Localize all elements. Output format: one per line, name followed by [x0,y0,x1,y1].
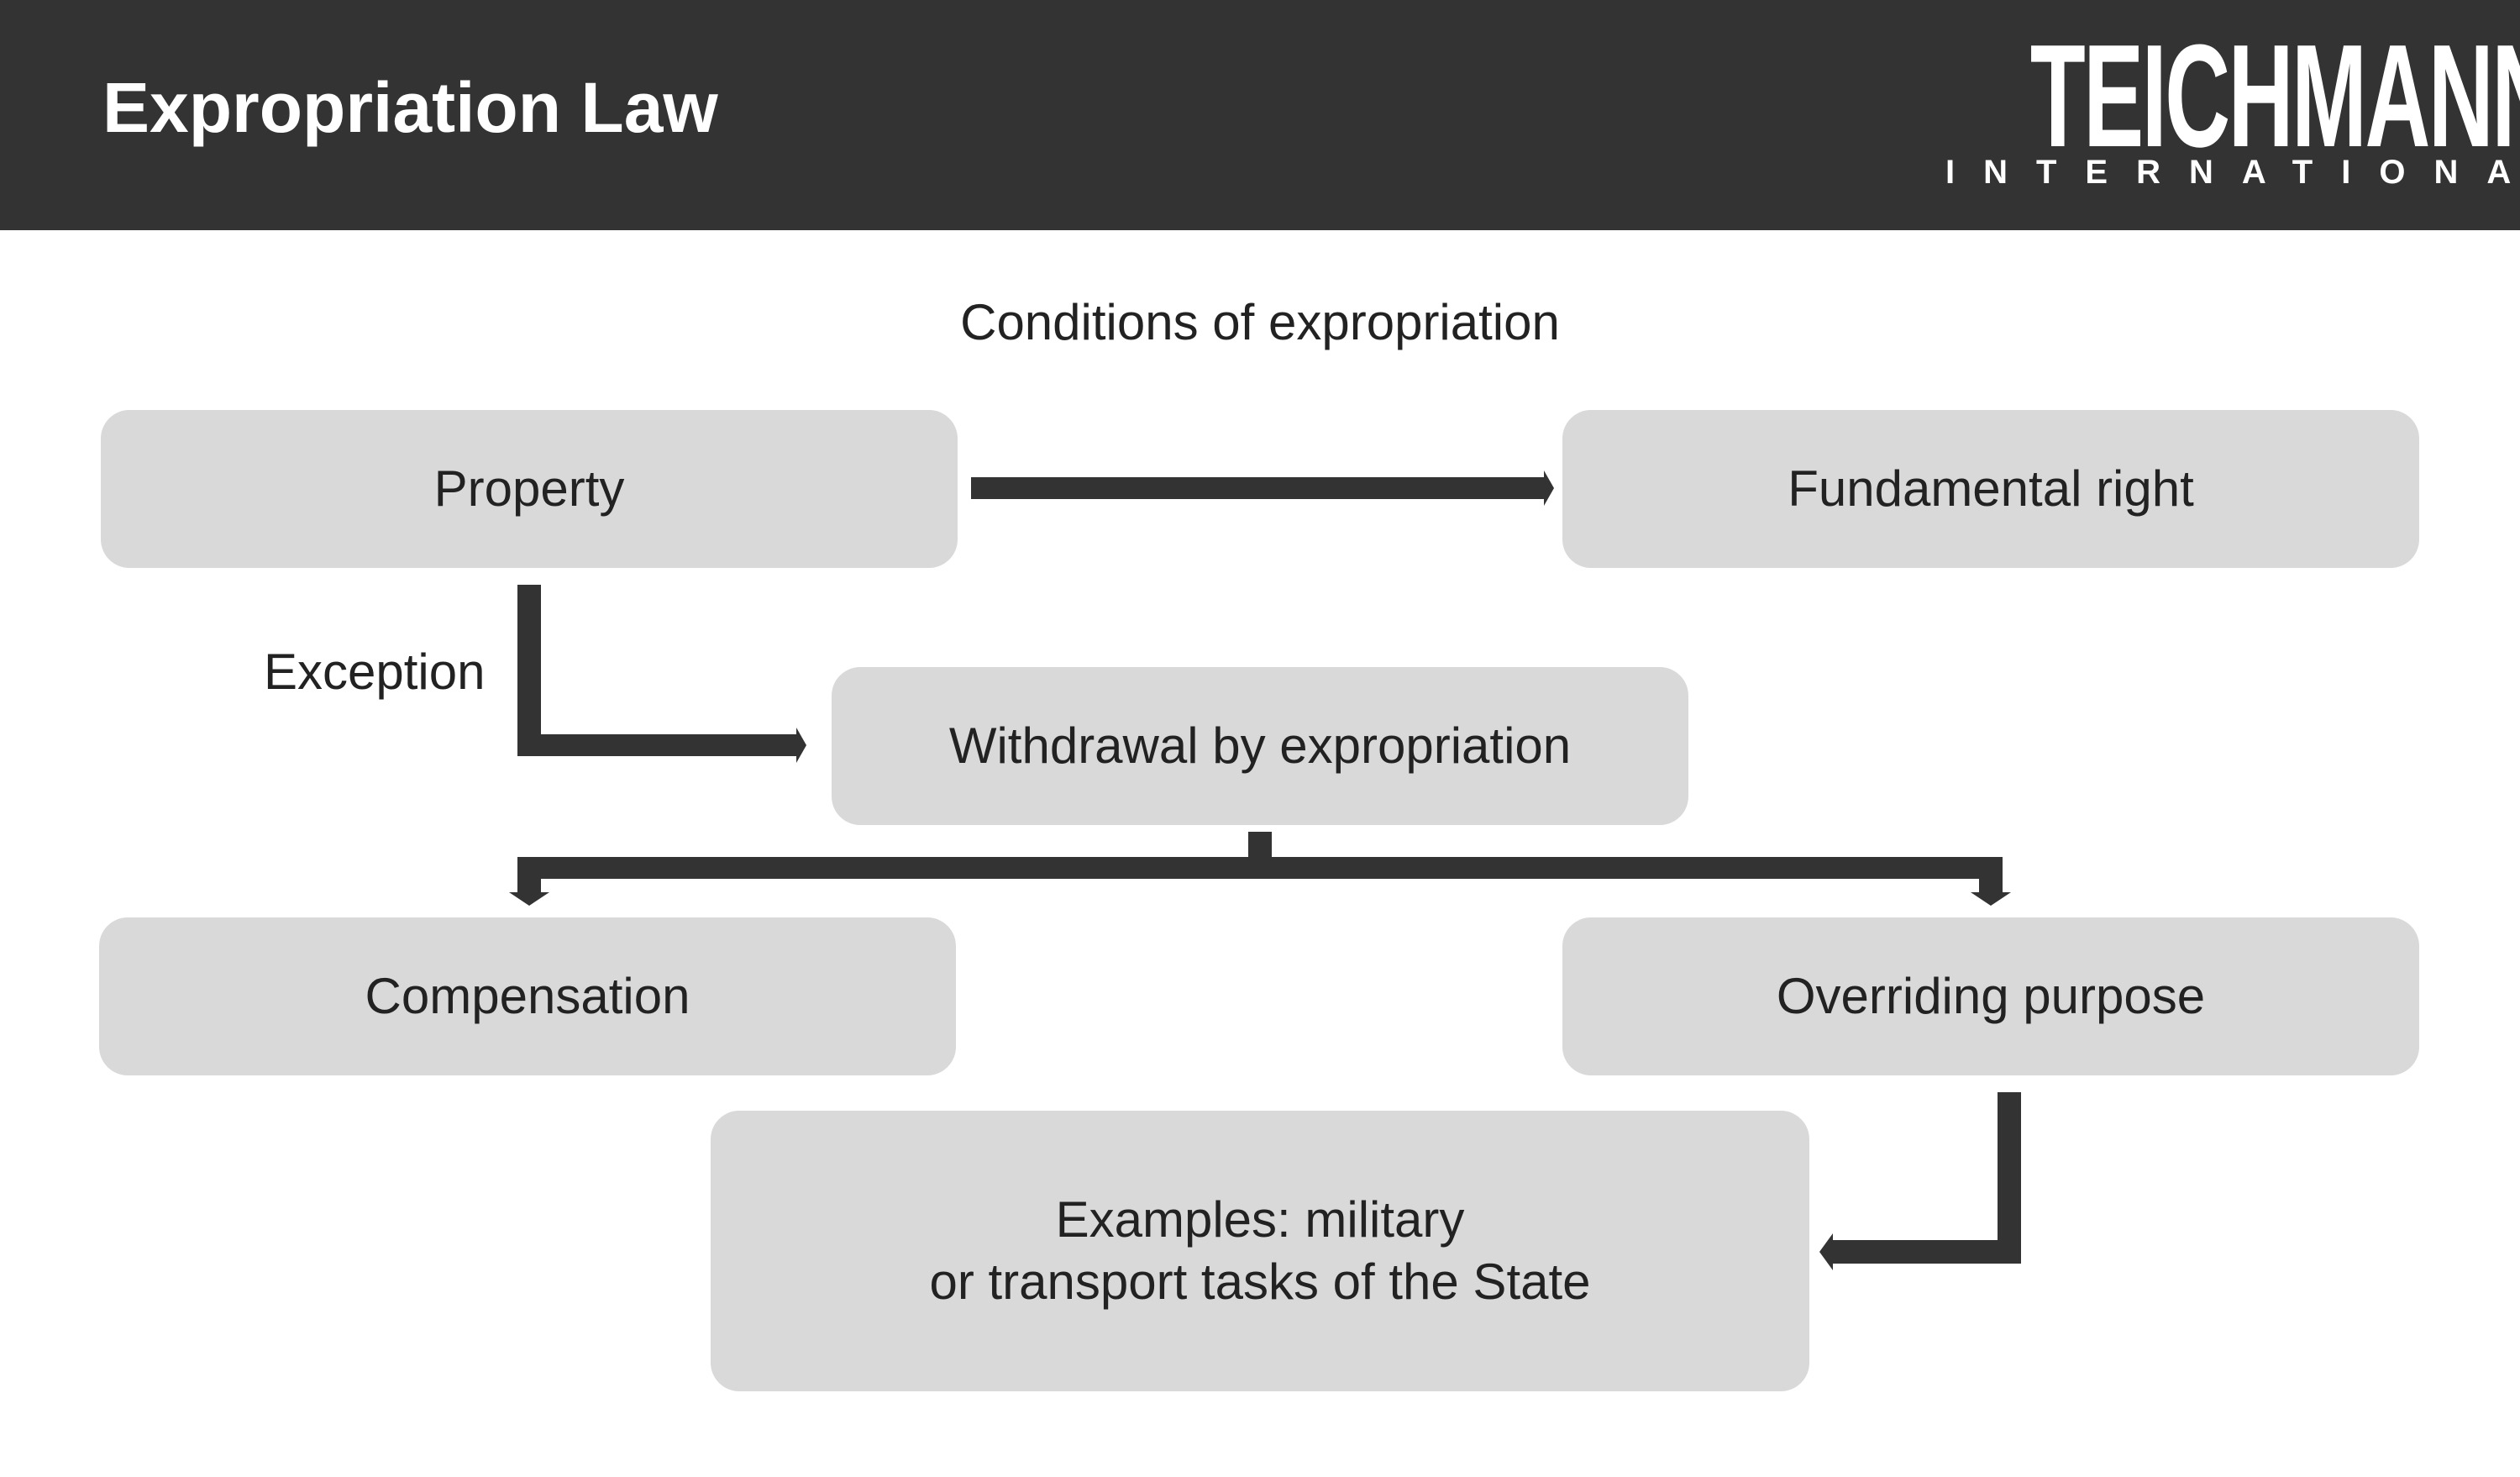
node-compensation: Compensation [99,917,956,1075]
header-bar: Expropriation Law TEICHMANN INTERNATIONA… [0,0,2520,230]
arrow-withdrawal-branch [509,832,2011,906]
diagram-title: Conditions of expropriation [960,294,1560,350]
node-overriding-purpose-label: Overriding purpose [1776,968,2206,1024]
edge-label-exception: Exception [264,644,486,700]
node-examples: Examples: military or transport tasks of… [711,1111,1809,1391]
node-examples-label: Examples: military or transport tasks of… [929,1191,1591,1310]
logo-subline: INTERNATIONAL [1945,154,2520,191]
node-property: Property [101,410,958,568]
node-property-label: Property [433,460,625,517]
arrow-overriding-purpose-to-examples [1819,1092,2021,1270]
node-withdrawal-label: Withdrawal by expropriation [948,717,1572,774]
page-title: Expropriation Law [102,68,718,147]
arrow-property-to-withdrawal [517,585,806,763]
node-fundamental-right: Fundamental right [1562,410,2419,568]
node-overriding-purpose: Overriding purpose [1562,917,2419,1075]
teichmann-logo: TEICHMANN INTERNATIONAL [1929,23,2520,197]
node-withdrawal: Withdrawal by expropriation [832,667,1688,825]
node-compensation-label: Compensation [365,968,690,1024]
node-fundamental-right-label: Fundamental right [1788,460,2194,517]
arrow-property-to-fundamental-right [971,470,1554,506]
